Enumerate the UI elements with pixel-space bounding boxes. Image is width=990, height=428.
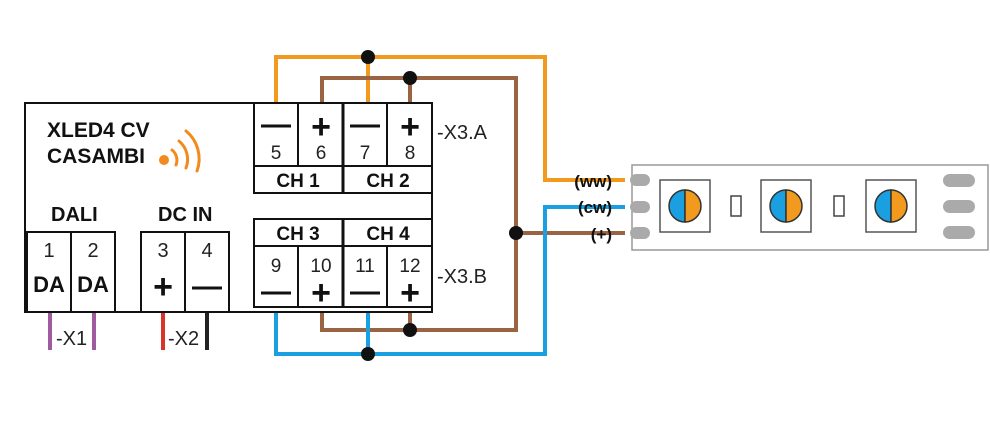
wifi-icon [159, 129, 201, 173]
resistor-icon [730, 195, 742, 217]
dcin-title: DC IN [158, 204, 212, 226]
strip-pad [943, 226, 975, 239]
connector-label-x3a: -X3.A [437, 122, 488, 144]
channel-label: CH 1 [276, 171, 320, 192]
device-name-line1: XLED4 CV [47, 119, 150, 142]
terminal-mark: — [192, 270, 222, 303]
led-chip-icon [659, 179, 711, 233]
terminal-number: 1 [43, 240, 54, 262]
terminal-mark: — [350, 275, 380, 308]
terminal-mark: — [261, 275, 291, 308]
terminal-mark: + [311, 274, 331, 312]
terminal-mark: + [311, 108, 331, 146]
terminal-number: 4 [201, 240, 212, 262]
x3b-terminal-block: CH 3 CH 4 9 10 11 12 — + — + [253, 218, 433, 312]
strip-pad [943, 174, 975, 187]
terminal-number: 11 [355, 256, 375, 277]
terminal-mark: DA [33, 272, 65, 297]
wire-plus-bottom [320, 231, 625, 332]
wire-plus-top [320, 76, 518, 233]
connector-label-x2: -X2 [168, 328, 199, 350]
channel-label: CH 3 [276, 224, 319, 245]
terminal-mark: + [153, 268, 173, 306]
led-strip: (ww) (cw) (+) [574, 164, 989, 251]
terminal-number: 12 [399, 256, 420, 277]
strip-pad [630, 227, 650, 239]
terminal-number: 3 [157, 240, 168, 262]
terminal-mark: + [400, 108, 420, 146]
connector-label-x1: -X1 [56, 328, 87, 350]
terminal-number: 5 [271, 143, 282, 164]
junction-dot [509, 226, 523, 240]
terminal-number: 6 [316, 143, 327, 164]
terminal-mark: — [261, 108, 291, 141]
led-chip-icon [865, 179, 917, 233]
resistor-icon [833, 195, 845, 217]
terminal-mark: — [350, 108, 380, 141]
junction-dot [361, 347, 375, 361]
terminal-number: 10 [310, 256, 331, 277]
strip-pad [630, 174, 650, 186]
strip-input-plus: (+) [591, 225, 612, 244]
wire-cw [274, 205, 625, 356]
wire-ww [274, 55, 625, 182]
strip-pad [943, 200, 975, 213]
junction-dots [361, 50, 523, 361]
junction-dot [403, 323, 417, 337]
strip-input-cw: (cw) [578, 198, 612, 217]
strip-input-ww: (ww) [574, 172, 612, 191]
terminal-mark: DA [77, 272, 109, 297]
led-chip-icon [760, 179, 812, 233]
strip-pad [630, 201, 650, 213]
terminal-number: 9 [271, 256, 282, 277]
x3a-terminal-block: — + — + 5 6 7 8 CH 1 CH 2 [253, 102, 433, 194]
terminal-number: 2 [87, 240, 98, 262]
device-body: XLED4 CV CASAMBI DALI DC IN 1 2 DA DA 3 … [24, 102, 488, 350]
device-name-line2: CASAMBI [47, 145, 145, 168]
junction-dot [403, 71, 417, 85]
terminal-mark: + [400, 274, 420, 312]
connector-label-x3b: -X3.B [437, 266, 487, 288]
junction-dot [361, 50, 375, 64]
terminal-number: 8 [405, 143, 416, 164]
dali-title: DALI [51, 204, 98, 226]
channel-label: CH 2 [366, 171, 409, 192]
channel-label: CH 4 [366, 224, 410, 245]
terminal-number: 7 [360, 143, 371, 164]
